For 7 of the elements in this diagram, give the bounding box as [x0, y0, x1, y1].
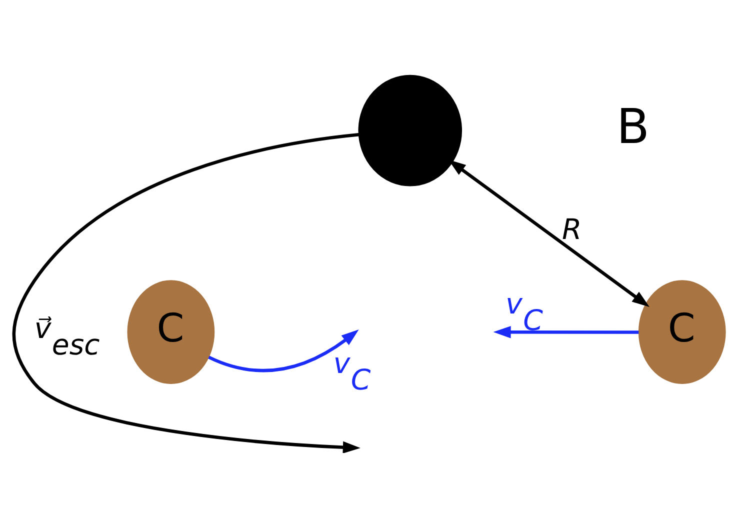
- arrow: [12, 132, 360, 452]
- edge-label: R: [561, 212, 582, 246]
- label: B: [616, 98, 649, 154]
- arrow: [492, 326, 638, 338]
- node-circle: [358, 74, 462, 186]
- node-ellipse: C: [126, 280, 214, 384]
- node-ellipse: C: [638, 280, 726, 384]
